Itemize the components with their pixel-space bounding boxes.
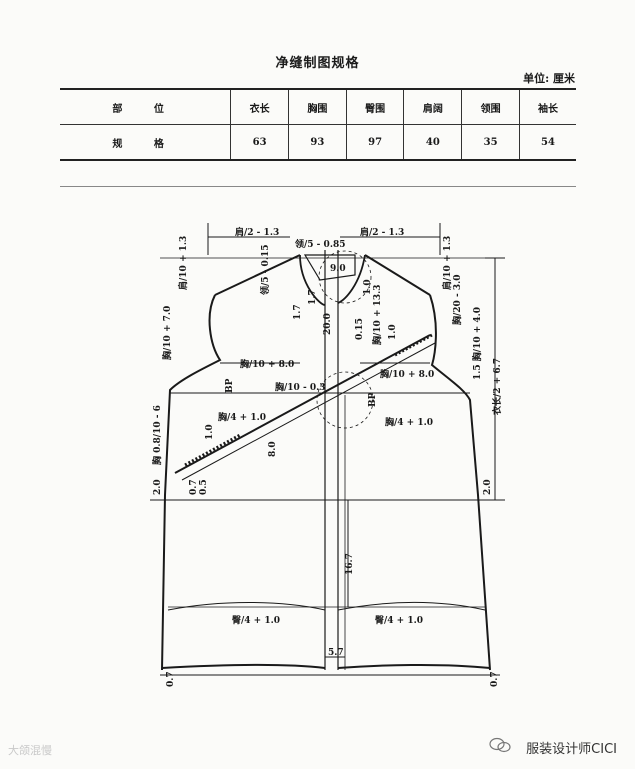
spec-col-2: 臀围 <box>345 88 404 125</box>
spec-col-3: 肩阔 <box>403 88 462 125</box>
label-small-b: 1.7 <box>308 289 318 305</box>
label-dart-left: 胸 0.8/10 - 6 <box>151 405 163 465</box>
spec-table: 部 位 衣长 胸围 臀围 肩阔 领围 袖长 规 格 63 93 97 40 35… <box>60 88 576 161</box>
watermark-right: 服装设计师CICI <box>526 742 617 757</box>
spec-val-3: 40 <box>403 124 462 161</box>
spec-value-row: 规 格 63 93 97 40 35 54 <box>60 124 576 161</box>
label-center-a: 胸/10 + 13.3 <box>371 284 383 345</box>
label-small-a: 1.7 <box>293 304 303 320</box>
dart-hatch <box>184 433 241 467</box>
label-bp-left: BP <box>225 378 235 393</box>
label-bust-quarter-right: 胸/4 + 1.0 <box>385 416 433 428</box>
page-title: 净缝制图规格 <box>275 56 360 71</box>
label-side-right: 2.0 <box>483 479 493 495</box>
label-small-e: 0.15 <box>355 318 365 340</box>
label-bp-right: BP <box>368 392 378 407</box>
spec-header-row: 部 位 衣长 胸围 臀围 肩阔 领围 袖长 <box>60 88 576 125</box>
spec-col-4: 领围 <box>461 88 520 125</box>
unit-label: 单位: 厘米 <box>523 72 575 85</box>
label-collar-side: 领/5 - 0.15 <box>259 245 271 295</box>
hip-curve <box>167 602 326 611</box>
spec-val-0: 63 <box>230 124 289 161</box>
label-hip-right: 臀/4 + 1.0 <box>375 615 423 626</box>
collar-box <box>303 254 356 281</box>
spec-col-1: 胸围 <box>287 88 347 125</box>
label-dim-10: 1.0 <box>205 424 215 440</box>
dart-line <box>181 342 436 481</box>
chat-icon <box>489 737 511 753</box>
label-bust-center: 胸/10 - 0.3 <box>275 381 325 393</box>
label-armhole-left: 胸/10 + 7.0 <box>161 306 173 360</box>
spec-val-5: 54 <box>518 124 576 161</box>
label-shoulder-height-left: 肩/10 + 1.3 <box>177 236 189 291</box>
hem-left <box>161 663 326 669</box>
hip-curve <box>337 602 486 611</box>
label-hip-left: 臀/4 + 1.0 <box>232 615 280 626</box>
label-front-length: 衣长/2 + 6.7 <box>491 358 503 415</box>
label-hem-right: 0.7 <box>490 671 500 687</box>
pattern-draft: 肩/2 - 1.3 肩/2 - 1.3 领/5 - 0.85 9.0 领/5 -… <box>150 223 505 687</box>
label-armhole-right-b: 1.5 胸/10 + 4.0 <box>471 307 483 380</box>
watermark-left: 大颌混慢 <box>8 744 52 757</box>
label-armhole-right-a: 胸/20 - 3.0 <box>451 275 463 325</box>
label-side-left: 2.0 <box>153 479 163 495</box>
label-shoulder-height-right: 肩/10 + 1.3 <box>441 236 453 291</box>
section-divider <box>60 186 576 187</box>
label-dim-07a: 0.7 <box>189 479 199 495</box>
label-waist-length: 16.7 <box>345 553 355 575</box>
label-small-c: 1.0 <box>363 279 373 295</box>
label-small-d: 1.0 <box>388 324 398 340</box>
spec-col-5: 袖长 <box>518 88 576 125</box>
neckline <box>299 254 326 306</box>
label-dim-8: 8.0 <box>268 441 278 457</box>
dart-hatch <box>394 333 433 357</box>
spec-val-2: 97 <box>345 124 404 161</box>
label-chest-right: 胸/10 + 8.0 <box>380 368 434 380</box>
label-collar-top: 领/5 - 0.85 <box>295 238 345 250</box>
label-shoulder-left: 肩/2 - 1.3 <box>234 226 279 238</box>
label-dim-05: 0.5 <box>199 479 209 495</box>
label-hem-gap: 5.7 <box>328 648 344 658</box>
bust-circle <box>316 371 374 429</box>
label-collar-dim: 9.0 <box>330 264 346 274</box>
dart-line <box>174 334 431 474</box>
spec-val-1: 93 <box>287 124 347 161</box>
label-center-b: 20.0 <box>323 313 333 335</box>
spec-col-0: 衣长 <box>230 88 289 125</box>
neck-circle <box>318 250 372 304</box>
hem-right <box>337 663 491 669</box>
neckline <box>337 254 366 304</box>
label-bust-quarter-left: 胸/4 + 1.0 <box>218 411 266 423</box>
left-bodice-outline <box>161 254 301 671</box>
right-bodice-outline <box>364 254 491 671</box>
spec-value-label: 规 格 <box>60 124 231 161</box>
spec-val-4: 35 <box>461 124 520 161</box>
label-shoulder-right: 肩/2 - 1.3 <box>359 226 404 238</box>
label-hem-left: 0.7 <box>166 671 176 687</box>
label-chest-left: 胸/10 + 8.0 <box>240 358 294 370</box>
spec-row-header: 部 位 <box>60 88 231 125</box>
